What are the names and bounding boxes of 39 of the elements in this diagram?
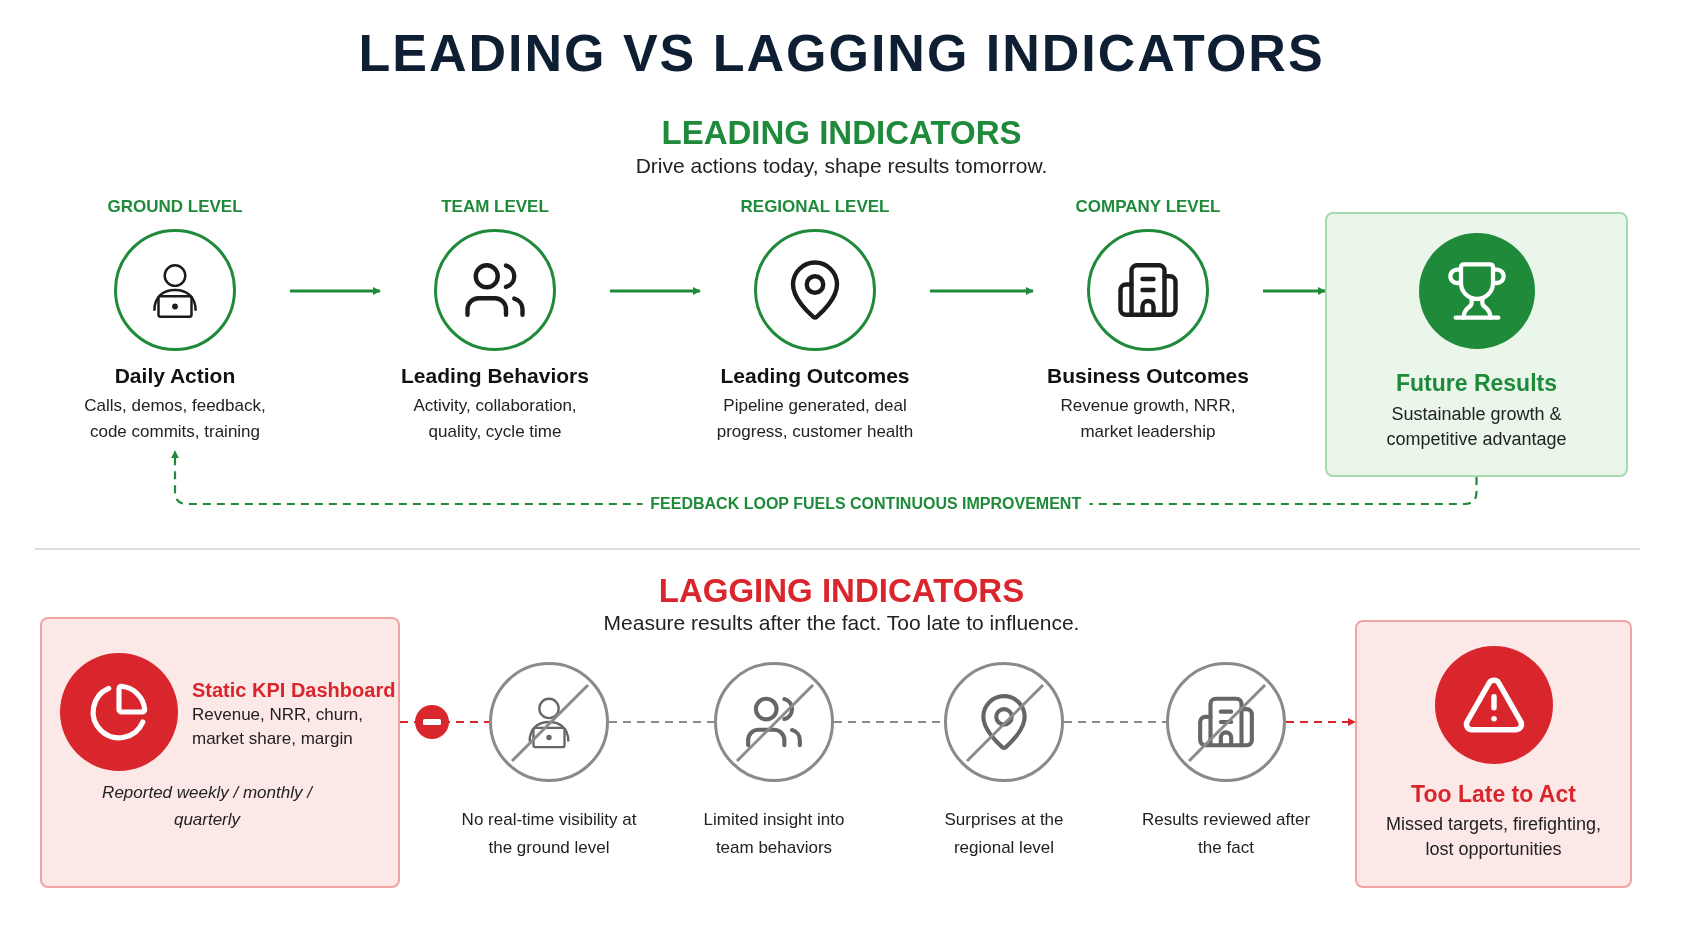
level-label: REGIONAL LEVEL: [740, 196, 890, 218]
section-heading: LAGGING INDICATORS: [658, 571, 1025, 611]
reporting-note: Reported weekly / monthly / quarterly: [101, 782, 315, 831]
node-description: Missed targets, firefighting, lost opportunities: [1384, 812, 1603, 861]
arrow: [1263, 287, 1326, 295]
node-title: Too Late to Act: [1411, 780, 1576, 809]
node-title: Business Outcomes: [1047, 363, 1249, 389]
alert-card: [1355, 620, 1632, 888]
node-description: Revenue, NRR, churn, market share, margin: [192, 704, 365, 750]
node-title: Daily Action: [114, 363, 236, 389]
level-label: COMPANY LEVEL: [1075, 196, 1221, 218]
node-description: Activity, collaboration, quality, cycle time: [412, 395, 578, 444]
node-label: Limited insight into team behaviors: [702, 809, 846, 859]
arrow: [290, 287, 381, 295]
section-subtitle: Measure results after the fact. Too late to influence.: [603, 610, 1080, 636]
node-description: Pipeline generated, deal progress, customer health: [715, 395, 915, 444]
node-label: No real-time visibility at the ground level: [460, 809, 638, 859]
arrow: [1286, 718, 1356, 726]
section-subtitle: Drive actions today, shape results tomorrow.: [635, 153, 1048, 179]
page-title: LEADING VS LAGGING INDICATORS: [358, 23, 1325, 84]
node-description: Calls, demos, feedback, code commits, training: [83, 395, 267, 444]
node-description: Sustainable growth & competitive advantage: [1385, 402, 1568, 451]
node-title: Static KPI Dashboard: [192, 678, 396, 703]
dashboard-card: [40, 617, 400, 888]
dashed-connector: [1064, 720, 1166, 724]
dashed-connector: [609, 720, 714, 724]
result-card: [1325, 212, 1628, 477]
node-label: Results reviewed after the fact: [1140, 809, 1312, 859]
arrow: [610, 287, 701, 295]
node-description: Revenue growth, NRR, market leadership: [1059, 395, 1237, 444]
node-title: Future Results: [1396, 369, 1557, 398]
node-label: Surprises at the regional level: [943, 809, 1065, 859]
node-title: Leading Outcomes: [720, 363, 910, 389]
level-label: GROUND LEVEL: [107, 196, 243, 218]
section-heading: LEADING INDICATORS: [661, 113, 1022, 153]
node-title: Leading Behaviors: [401, 363, 589, 389]
arrow: [930, 287, 1034, 295]
dashed-connector: [400, 720, 489, 724]
level-label: TEAM LEVEL: [441, 196, 549, 218]
